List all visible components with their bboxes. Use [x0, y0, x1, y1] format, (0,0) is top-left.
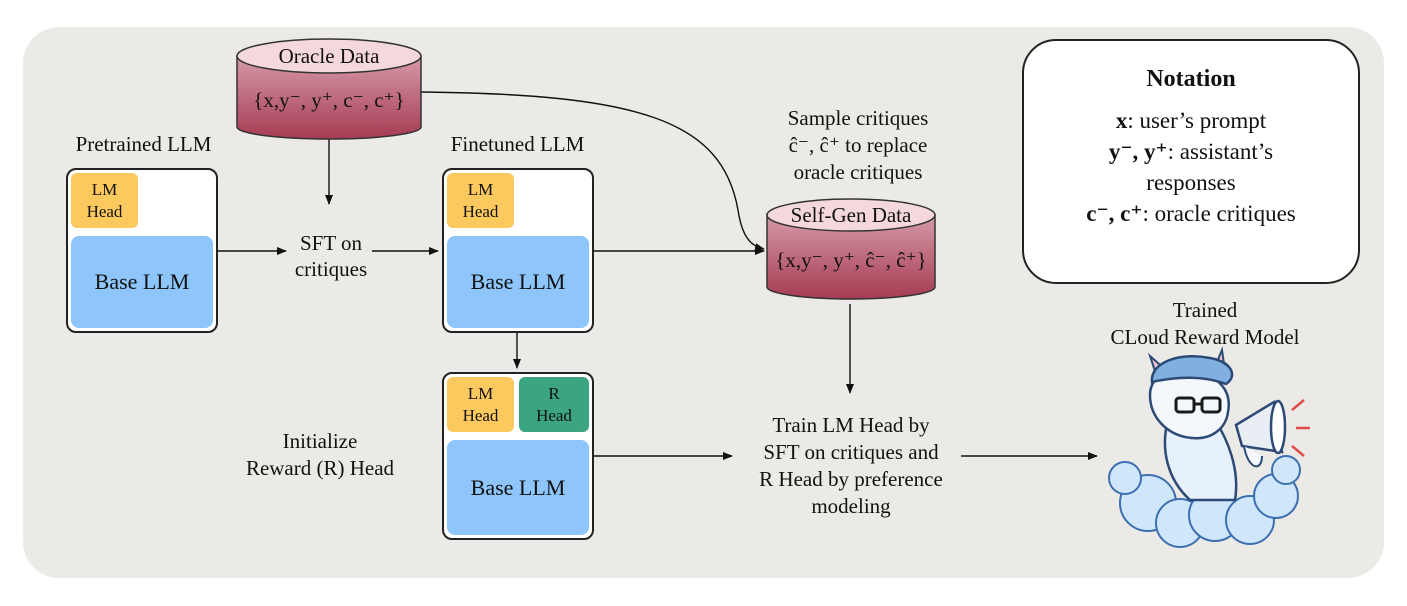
oracle-data-cylinder — [236, 38, 422, 140]
finetuned-lm-head-line2: Head — [462, 201, 499, 221]
initialize-line1: Initialize — [282, 429, 358, 453]
notation-y: y⁻, y⁺: assistant’s — [1024, 136, 1358, 167]
arrow-oracle-to-selfgen — [417, 91, 765, 252]
selfgen-data-content: {x,y⁻, y⁺, ĉ⁻, ĉ⁺} — [775, 248, 927, 272]
notation-y-symbol: y⁻, y⁺ — [1108, 139, 1168, 164]
pretrained-lm-head-line2: Head — [86, 201, 123, 221]
reward-lm-head-line2: Head — [462, 405, 499, 425]
finetuned-lm-head-line1: LM — [467, 179, 494, 199]
notation-c-symbol: c⁻, c⁺ — [1086, 201, 1143, 226]
notation-y-cont: responses — [1146, 170, 1236, 195]
sft-label-line2: critiques — [294, 257, 368, 281]
selfgen-data-cylinder — [766, 198, 936, 300]
notation-y-description: : assistant’s — [1167, 139, 1274, 164]
pretrained-llm-title: Pretrained LLM — [75, 132, 212, 156]
sft-label-line1: SFT on — [299, 231, 363, 255]
reward-lm-head-line1: LM — [467, 383, 494, 403]
train-line3: R Head by preference — [759, 467, 943, 491]
notation-c: c⁻, c⁺: oracle critiques — [1024, 198, 1358, 229]
notation-box: Notation x: user’s prompt y⁻, y⁺: assist… — [1022, 39, 1360, 284]
finetuned-llm-title: Finetuned LLM — [450, 132, 585, 156]
initialize-line2: Reward (R) Head — [245, 456, 395, 480]
notation-x-description: : user’s prompt — [1127, 108, 1267, 133]
oracle-data-content: {x,y⁻, y⁺, c⁻, c⁺} — [253, 88, 405, 112]
notation-c-description: : oracle critiques — [1142, 201, 1296, 226]
train-line2: SFT on critiques and — [763, 440, 939, 464]
train-line1: Train LM Head by — [772, 413, 930, 437]
finetuned-base-llm: Base LLM — [447, 236, 589, 328]
reward-base-llm: Base LLM — [447, 440, 589, 535]
selfgen-data-title: Self-Gen Data — [790, 203, 912, 227]
trained-model-line2: CLoud Reward Model — [1110, 325, 1300, 349]
llama-mascot-icon — [1108, 346, 1310, 548]
sample-critiques-line2: ĉ⁻, ĉ⁺ to replace — [788, 133, 928, 157]
notation-title: Notation — [1146, 66, 1236, 92]
notation-x: x: user’s prompt — [1024, 105, 1358, 136]
oracle-data-title: Oracle Data — [278, 44, 380, 68]
trained-model-line1: Trained — [1172, 298, 1238, 322]
train-line4: modeling — [811, 494, 891, 518]
notation-x-symbol: x — [1115, 108, 1128, 133]
pretrained-base-llm: Base LLM — [71, 236, 213, 328]
reward-r-head-line2: Head — [536, 405, 572, 425]
sample-critiques-line1: Sample critiques — [787, 106, 929, 130]
pretrained-lm-head-line1: LM — [91, 179, 118, 199]
reward-r-head-line1: R — [548, 383, 560, 403]
sample-critiques-line3: oracle critiques — [793, 160, 923, 184]
